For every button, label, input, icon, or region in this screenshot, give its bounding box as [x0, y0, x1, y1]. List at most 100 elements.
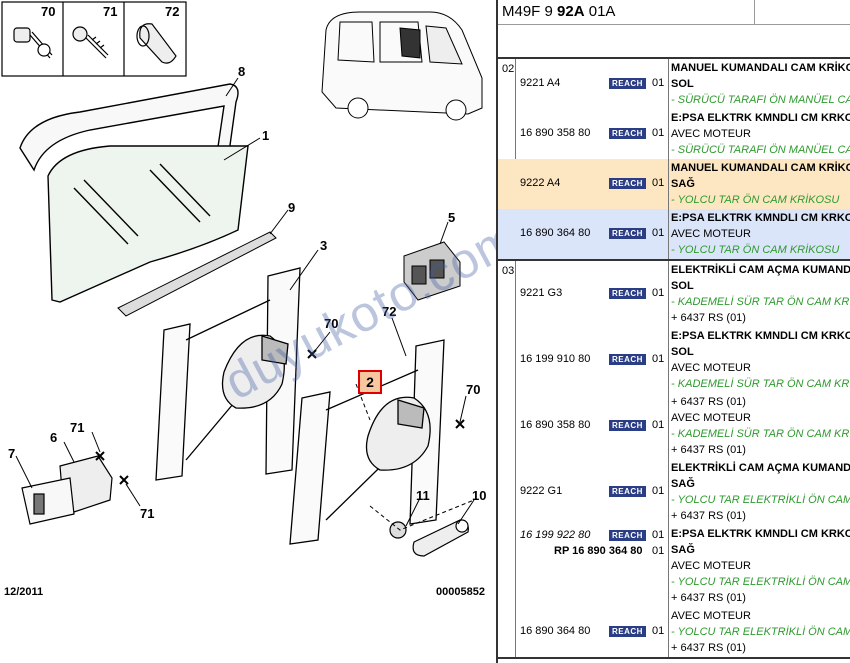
part-description: E:PSA ELKTRK KMNDLI CM KRKOSU SOL AVEC M… — [668, 328, 850, 392]
reach-badge: REACH — [609, 288, 646, 299]
part-number[interactable]: 9222 A4 — [520, 177, 561, 189]
callout-2-highlighted[interactable]: 2 — [358, 370, 382, 394]
part-number[interactable]: 16 199 922 80 — [520, 529, 591, 541]
replacement-part-number[interactable]: RP 16 890 364 80 — [554, 545, 643, 557]
callout-72-legend[interactable]: 72 — [165, 4, 180, 19]
van-drawing — [321, 11, 483, 121]
description-line: E:PSA ELKTRK KMNDLI CM KRKOSU — [668, 528, 850, 540]
description-line: ELEKTRİKLİ CAM AÇMA KUMANDASI — [668, 462, 850, 474]
part-number[interactable]: 16 890 364 80 — [520, 227, 591, 239]
panel-subheader — [498, 25, 850, 59]
callout-10[interactable]: 10 — [472, 488, 487, 503]
callout-72[interactable]: 72 — [382, 304, 397, 319]
callout-7[interactable]: 7 — [8, 446, 16, 461]
part-description: MANUEL KUMANDALI CAM KRİKOSU SAĞ - YOLCU… — [668, 160, 850, 208]
part-quantity: 01 — [652, 287, 665, 299]
reach-badge: REACH — [609, 78, 646, 89]
callout-8[interactable]: 8 — [238, 64, 246, 79]
part-number[interactable]: 9221 A4 — [520, 77, 561, 89]
parts-group: 02 9221 A4 REACH 01 MANUEL KUMANDALI CAM KR… — [498, 59, 850, 261]
fastener-legend — [1, 1, 187, 77]
part-number[interactable]: 9221 G3 — [520, 287, 563, 299]
part-row[interactable]: 16 890 358 80 REACH 01 E:PSA ELKTRK KMNDLI… — [498, 109, 850, 159]
description-line: - KADEMELİ SÜR TAR ÖN CAM KRİKOSU — [671, 296, 850, 308]
description-line: + 6437 RS (01) — [668, 396, 746, 408]
callout-9[interactable]: 9 — [288, 200, 296, 215]
description-line: - YOLCU TAR ELEKTRİKLİ ÖN CAM — [668, 626, 850, 638]
seal-strip — [117, 231, 277, 317]
callout-70-legend[interactable]: 70 — [41, 4, 56, 19]
parts-diagram: 70 71 72 8 1 9 5 3 70 72 2 70 6 71 7 71 … — [1, 1, 527, 598]
description-line: MANUEL KUMANDALI CAM KRİKOSU — [668, 162, 850, 174]
part-number[interactable]: 9222 G1 — [520, 485, 563, 497]
description-line: - YOLCU TAR ELEKTRİKLİ ÖN CAM — [668, 576, 850, 588]
callout-1[interactable]: 1 — [262, 128, 270, 143]
title-suffix: 01A — [584, 3, 616, 20]
reach-badge: REACH — [609, 626, 646, 637]
part-number[interactable]: 16 890 358 80 — [520, 419, 591, 431]
replacement-quantity: 01 — [652, 545, 665, 557]
part-description: AVEC MOTEUR - YOLCU TAR ELEKTRİKLİ ÖN CA… — [668, 608, 850, 656]
description-line: - KADEMELİ SÜR TAR ÖN CAM KRİKOSU — [671, 428, 850, 440]
callout-6[interactable]: 6 — [50, 430, 58, 445]
part-row[interactable]: 9222 G1 REACH 01 ELEKTRİKLİ CAM AÇMA KUMAN… — [498, 459, 850, 525]
description-line: SOL — [668, 346, 694, 358]
part-description: ELEKTRİKLİ CAM AÇMA KUMANDASI SOL - KADE… — [668, 262, 850, 326]
diagram-date: 12/2011 — [4, 586, 44, 598]
description-line: AVEC MOTEUR — [668, 412, 751, 424]
group-number: 02 — [502, 63, 515, 75]
description-line: AVEC MOTEUR — [668, 560, 751, 572]
reach-badge: REACH — [609, 128, 646, 139]
callout-3[interactable]: 3 — [320, 238, 328, 253]
description-line: - KADEMELİ SÜR TAR ÖN CAM KRİKOSU — [671, 378, 850, 390]
part-quantity: 01 — [652, 625, 665, 637]
door-glass — [19, 83, 249, 303]
callout-71-a[interactable]: 71 — [70, 420, 85, 435]
reach-badge: REACH — [609, 354, 646, 365]
part-description: E:PSA ELKTRK KMNDLI CM KRKOSU AVEC MOTEU… — [668, 110, 850, 158]
callout-70-b[interactable]: 70 — [466, 382, 481, 397]
part-number[interactable]: 16 890 358 80 — [520, 127, 591, 139]
callout-11[interactable]: 11 — [416, 488, 430, 503]
part-row[interactable]: 16 890 364 80 REACH 01 AVEC MOTEUR - YOLCU… — [498, 607, 850, 657]
description-line: MANUEL KUMANDALI CAM KRİKOSU — [668, 62, 850, 74]
reach-badge: REACH — [609, 486, 646, 497]
part-description: MANUEL KUMANDALI CAM KRİKOSU SOL - SÜRÜC… — [668, 60, 850, 108]
description-line: - YOLCU TAR ÖN CAM KRİKOSU — [668, 244, 840, 256]
callout-71-legend[interactable]: 71 — [103, 4, 118, 19]
description-line: SAĞ — [668, 178, 695, 190]
callout-5[interactable]: 5 — [448, 210, 456, 225]
diagram-ref-code: 00005852 — [436, 586, 485, 598]
part-description: ELEKTRİKLİ CAM AÇMA KUMANDASI SAĞ - YOLC… — [668, 460, 850, 524]
part-number[interactable]: 16 890 364 80 — [520, 625, 591, 637]
parts-groups: 02 9221 A4 REACH 01 MANUEL KUMANDALI CAM KR… — [498, 59, 850, 659]
description-line: + 6437 RS (01) — [668, 642, 746, 654]
reach-badge: REACH — [609, 420, 646, 431]
description-line: SAĞ — [668, 478, 695, 490]
part-quantity: 01 — [652, 177, 665, 189]
description-line: + 6437 RS (01) — [668, 444, 746, 456]
description-line: AVEC MOTEUR — [668, 128, 751, 140]
part-quantity: 01 — [652, 227, 665, 239]
part-quantity: 01 — [652, 485, 665, 497]
description-line: ELEKTRİKLİ CAM AÇMA KUMANDASI — [668, 264, 850, 276]
description-line: - SÜRÜCÜ TARAFI ÖN MANÜEL CAM — [668, 144, 850, 156]
callout-71-b[interactable]: 71 — [140, 506, 155, 521]
description-line: + 6437 RS (01) — [668, 510, 746, 522]
description-line: AVEC MOTEUR — [668, 362, 751, 374]
description-line: E:PSA ELKTRK KMNDLI CM KRKOSU — [668, 330, 850, 342]
part-quantity: 01 — [652, 127, 665, 139]
part-number[interactable]: 16 199 910 80 — [520, 353, 591, 365]
description-line: - YOLCU TAR ELEKTRİKLİ ÖN CAM — [668, 494, 850, 506]
part-row[interactable]: 9221 G3 REACH 01 ELEKTRİKLİ CAM AÇMA KUMAN… — [498, 261, 850, 327]
part-description: + 6437 RS (01) AVEC MOTEUR - KADEMELİ SÜ… — [668, 394, 850, 458]
callout-70-a[interactable]: 70 — [324, 316, 339, 331]
